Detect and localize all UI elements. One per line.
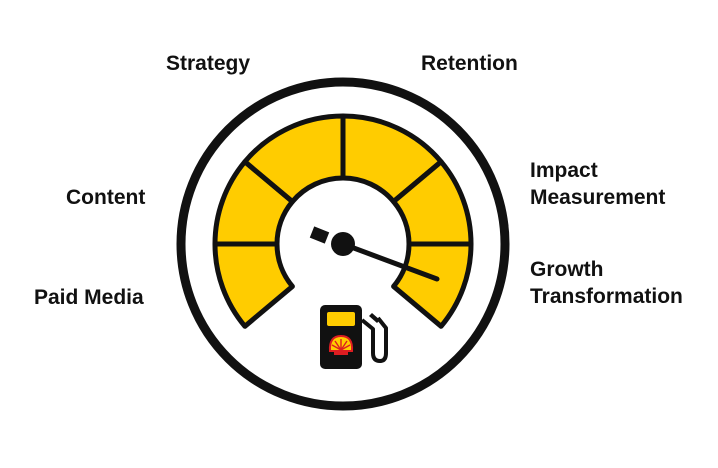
- label-strategy: Strategy: [166, 52, 251, 75]
- label-growth-transformation: Growth Transformation: [530, 256, 683, 310]
- label-retention: Retention: [421, 52, 518, 75]
- label-impact-measurement: Impact Measurement: [530, 157, 665, 211]
- fuel-pump-icon: [320, 305, 388, 369]
- gauge-segments: [212, 113, 474, 329]
- label-growth-line1: Growth: [530, 258, 604, 281]
- segment-growth-transformation: [391, 241, 474, 329]
- gauge-needle: [309, 226, 440, 282]
- needle-hub: [331, 232, 355, 256]
- label-growth-line2: Transformation: [530, 285, 683, 308]
- label-paid-media: Paid Media: [34, 286, 144, 309]
- label-impact-line2: Measurement: [530, 186, 666, 209]
- shell-logo-icon: [328, 334, 354, 355]
- label-impact-line1: Impact: [530, 159, 598, 182]
- label-content: Content: [66, 186, 146, 209]
